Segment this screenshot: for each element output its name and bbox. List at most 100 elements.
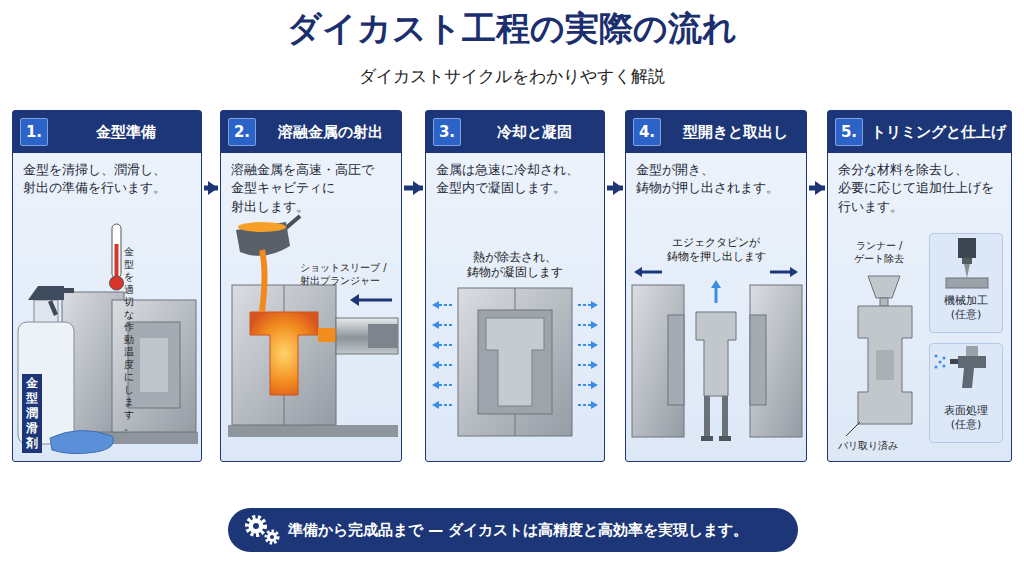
step-title: 溶融金属の射出 xyxy=(278,123,383,141)
ejection-illustration xyxy=(750,285,802,437)
callout-note: 金型を 適切な作動 温度にします。 xyxy=(124,246,134,434)
cooling-illustration xyxy=(478,310,552,414)
trimming-illustration xyxy=(935,366,938,369)
flow-arrow xyxy=(204,186,218,191)
trimming-illustration xyxy=(964,264,970,278)
label-holder: ダイカストサイクルをわかりやすく解説 xyxy=(112,66,912,87)
step-description: 金型を清掃し、潤滑し、 射出の準備を行います。 xyxy=(13,161,201,198)
bottle-label: 金型 潤滑剤 xyxy=(22,374,42,453)
process-note: エジェクタピンが 鋳物を押し出します xyxy=(661,236,771,264)
step-number-badge: 1. xyxy=(20,118,48,146)
step-number: 5. xyxy=(841,125,857,140)
optional-process-box: 表面処理 (任意) xyxy=(929,343,1003,443)
ejection-illustration xyxy=(668,315,684,405)
step-title: トリミングと仕上げ xyxy=(871,123,1006,141)
mold-preparation-illustration xyxy=(128,322,180,408)
cooling-illustration xyxy=(578,304,592,306)
step-number-badge: 3. xyxy=(433,118,461,146)
option-caption: 表面処理 (任意) xyxy=(944,404,988,433)
cooling-illustration xyxy=(578,344,592,346)
injection-illustration xyxy=(228,216,398,437)
step-description: 溶融金属を高速・高圧で 金型キャビティに 射出します。 xyxy=(221,161,401,216)
step-description: 金属は急速に冷却され、 金型内で凝固します。 xyxy=(426,161,604,198)
injection-illustration xyxy=(250,312,318,395)
cooling-illustration xyxy=(578,384,592,386)
cooling-illustration xyxy=(591,381,598,389)
injection-illustration xyxy=(318,328,338,342)
step-number-badge: 4. xyxy=(633,118,661,146)
injection-illustration xyxy=(262,250,265,312)
cooling-illustration xyxy=(432,341,439,349)
step-number: 3. xyxy=(439,125,455,140)
trimming-illustration xyxy=(935,355,938,358)
injection-illustration xyxy=(336,318,398,354)
trimming-illustration xyxy=(958,238,976,258)
cooling-illustration xyxy=(438,344,452,346)
ejection-illustration xyxy=(632,267,802,441)
label-holder: 熱が除去され、 鋳物が凝固します xyxy=(455,250,575,280)
step-title: 金型準備 xyxy=(96,123,156,141)
label-holder: ランナー / ゲート除去 xyxy=(848,240,910,265)
flow-arrow xyxy=(809,186,825,191)
cooling-illustration xyxy=(432,288,598,436)
cooling-illustration xyxy=(438,384,452,386)
part-callout: ランナー / ゲート除去 xyxy=(848,240,910,265)
trimming-illustration xyxy=(868,276,900,298)
trimming-illustration xyxy=(858,306,912,424)
cooling-illustration xyxy=(438,305,592,405)
part-callout: バリ取り済み xyxy=(838,440,898,453)
ejection-illustration xyxy=(641,271,662,274)
cooling-illustration xyxy=(591,401,598,409)
trimming-illustration xyxy=(939,361,942,364)
trimming-illustration xyxy=(946,278,988,288)
cooling-illustration xyxy=(432,301,598,409)
injection-illustration xyxy=(286,216,300,228)
injection-illustration xyxy=(236,222,290,256)
step-description: 余分な材料を除去し、 必要に応じて追加仕上げを 行います。 xyxy=(828,161,1011,216)
trimming-illustration xyxy=(966,346,978,356)
cooling-illustration xyxy=(432,401,439,409)
label-holder: 金型 潤滑剤 xyxy=(22,374,42,453)
gear-icon xyxy=(253,523,259,529)
ejection-illustration xyxy=(715,287,718,303)
mold-preparation-illustration xyxy=(34,300,58,324)
mold-preparation-illustration xyxy=(28,286,64,300)
cooling-illustration xyxy=(486,318,544,406)
trimming-illustration xyxy=(880,298,888,306)
step-number: 1. xyxy=(26,125,42,140)
ejection-illustration xyxy=(711,280,721,288)
ejection-illustration xyxy=(704,396,710,438)
injection-illustration xyxy=(350,294,359,306)
cooling-illustration xyxy=(432,361,439,369)
cooling-illustration xyxy=(438,404,452,406)
cooling-illustration xyxy=(432,321,439,329)
mold-preparation-illustration xyxy=(110,276,124,290)
ejection-illustration xyxy=(790,267,798,277)
title-holder: ダイカスト工程の実際の流れ xyxy=(0,6,1024,50)
ejection-illustration xyxy=(750,315,766,405)
ejection-illustration xyxy=(701,436,713,441)
trimming-illustration xyxy=(846,238,988,436)
injection-illustration xyxy=(368,324,398,348)
mold-preparation-illustration xyxy=(140,338,168,392)
ejection-illustration xyxy=(634,267,642,277)
cooling-illustration xyxy=(591,341,598,349)
gear-icon xyxy=(267,532,277,542)
injection-illustration xyxy=(284,285,285,425)
mold-preparation-illustration xyxy=(48,300,58,316)
flow-arrow xyxy=(404,186,423,191)
ejection-illustration xyxy=(632,285,684,437)
mold-preparation-illustration xyxy=(115,244,119,280)
step-number-badge: 5. xyxy=(835,118,863,146)
cooling-illustration xyxy=(458,288,572,436)
option-caption: 機械加工 (任意) xyxy=(944,294,988,323)
trimming-illustration xyxy=(943,357,946,360)
label-holder: 金型を 適切な作動 温度にします。 xyxy=(124,246,134,434)
cooling-illustration xyxy=(438,364,452,366)
cooling-illustration xyxy=(578,324,592,326)
mold-preparation-illustration xyxy=(64,288,74,293)
step-number-badge: 2. xyxy=(228,118,256,146)
gear-icon xyxy=(247,517,265,535)
optional-process-box: 機械加工 (任意) xyxy=(929,233,1003,333)
